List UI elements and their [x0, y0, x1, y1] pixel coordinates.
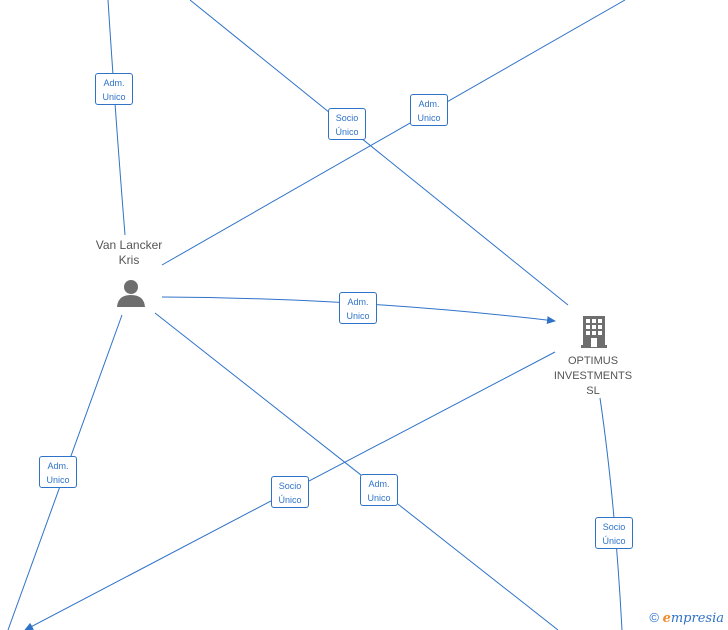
edge-top-to-company [189, 0, 569, 306]
building-icon[interactable] [580, 314, 610, 348]
edge-label-adm-unico[interactable]: Adm. Unico [360, 474, 398, 506]
empresia-watermark: © empresia [649, 610, 724, 626]
edge-top-to-person [107, 0, 126, 236]
brand-logo: empresia [662, 611, 724, 626]
company-name-line2: INVESTMENTS [553, 370, 633, 382]
edge-person-to-topright [161, 0, 626, 266]
edge-label-adm-unico[interactable]: Adm. Unico [410, 94, 448, 126]
company-name-line3: SL [586, 385, 600, 397]
copyright-symbol: © [649, 610, 659, 625]
edge-label-socio-unico[interactable]: Socio Único [271, 476, 309, 508]
edge-label-adm-unico[interactable]: Adm. Unico [95, 73, 133, 105]
person-icon[interactable] [116, 278, 146, 308]
edge-label-socio-unico[interactable]: Socio Único [595, 517, 633, 549]
person-name-line2: Kris [118, 253, 140, 267]
company-name-line1: OPTIMUS [567, 355, 619, 367]
person-name-line1: Van Lancker [95, 238, 163, 252]
edge-company-to-bottom [599, 397, 623, 630]
edge-label-adm-unico[interactable]: Adm. Unico [39, 456, 77, 488]
company-name-label: OPTIMUS INVESTMENTS SL [540, 354, 646, 399]
edge-label-adm-unico[interactable]: Adm. Unico [339, 292, 377, 324]
person-name-label: Van Lancker Kris [82, 238, 176, 268]
edge-label-socio-unico[interactable]: Socio Único [328, 108, 366, 140]
edge-person-to-bottom [154, 312, 559, 630]
